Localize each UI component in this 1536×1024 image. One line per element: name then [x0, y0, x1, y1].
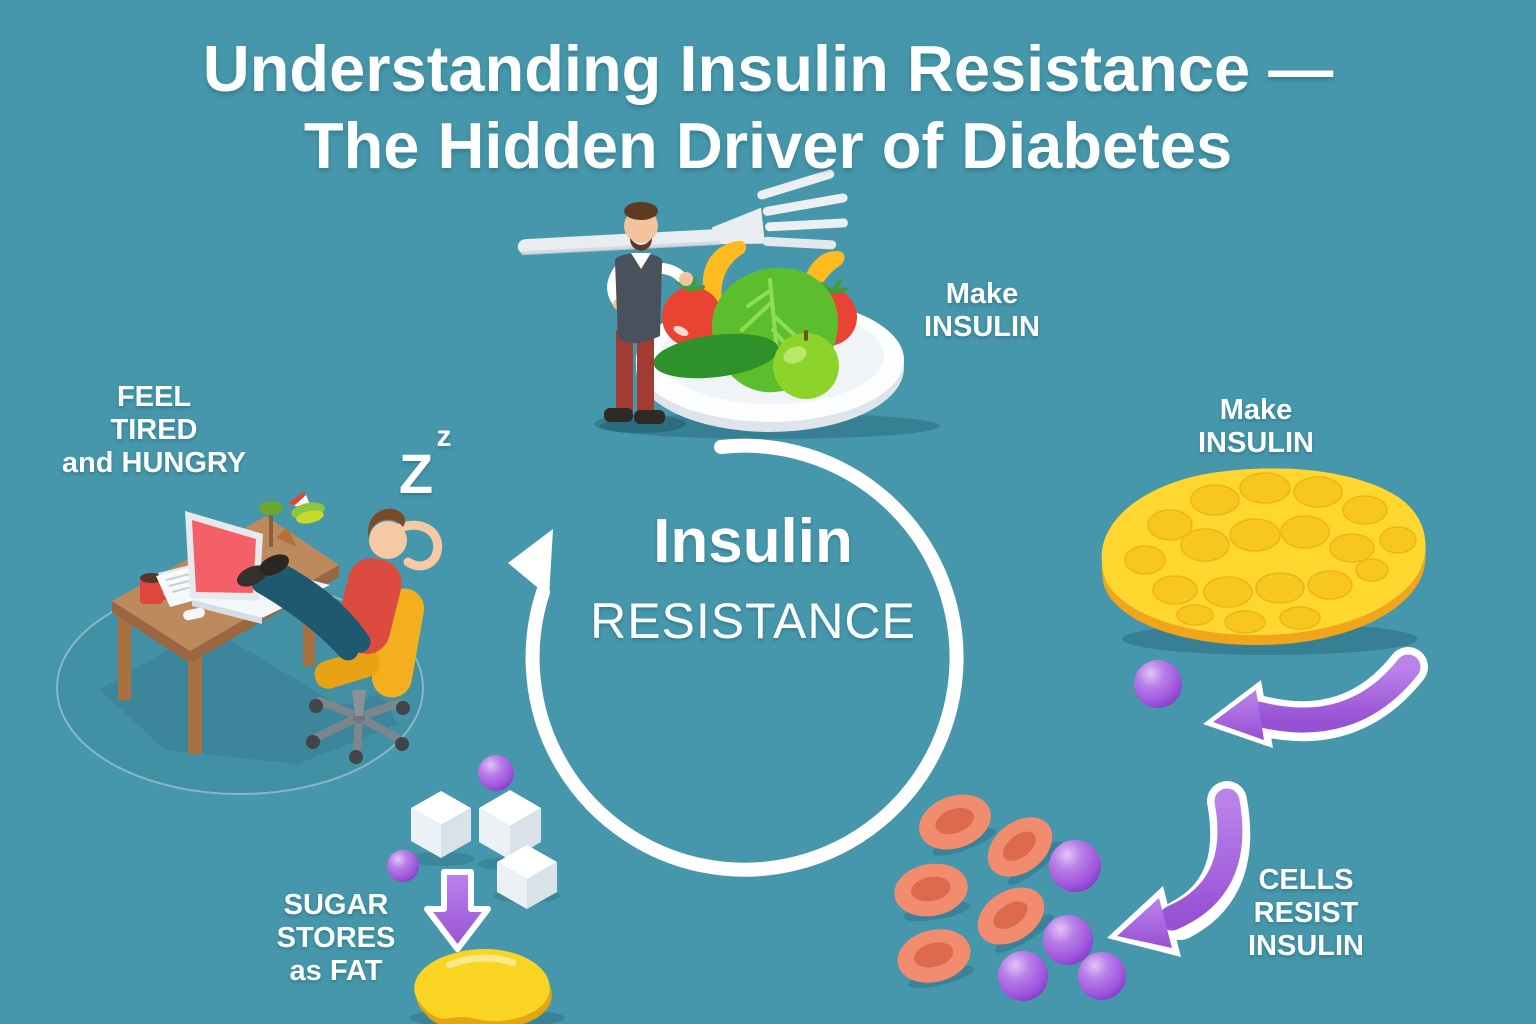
cycle-arrow	[508, 438, 964, 877]
body-cells-illustration	[894, 794, 1063, 989]
giant-fork-icon	[517, 169, 848, 256]
red-cell	[987, 817, 1063, 885]
label-make-insulin-pancreas: Make INSULIN	[1198, 394, 1314, 459]
fat-blob-illustration	[409, 949, 565, 1024]
sugar-cube	[411, 791, 471, 858]
insulin-sphere	[478, 755, 514, 791]
insulin-sphere	[1134, 660, 1182, 708]
red-cell	[897, 929, 975, 989]
insulin-sphere	[387, 850, 419, 882]
man-eating-healthy-plate-illustration	[517, 169, 940, 439]
label-cells-resist-insulin: CELLS RESIST INSULIN	[1248, 864, 1364, 962]
arrow-pancreas-to-insulin	[1203, 647, 1428, 748]
arrow-sugar-to-fat	[424, 869, 491, 952]
insulin-spheres	[387, 660, 1182, 1001]
vest	[614, 253, 663, 344]
label-sugar-stores-as-fat: SUGAR STORES as FAT	[276, 889, 396, 987]
sugar-cube	[497, 845, 557, 909]
insulin-sphere	[998, 951, 1048, 1001]
coffee-mug	[140, 573, 172, 604]
title-line-2: The Hidden Driver of Diabetes	[303, 109, 1233, 182]
insulin-sphere	[1049, 840, 1101, 892]
cycle-arrowhead	[508, 529, 553, 597]
title-line-1: Understanding Insulin Resistance —	[202, 32, 1334, 105]
label-feel-tired-and-hungry: FEEL TIRED and HUNGRY	[61, 381, 247, 479]
red-cell	[894, 863, 971, 922]
cycle-center-word-resistance: RESISTANCE	[590, 593, 916, 649]
red-cell	[977, 887, 1054, 953]
head	[369, 521, 407, 559]
insulin-sphere	[1078, 952, 1126, 1000]
cycle-center-word-insulin: Insulin	[653, 507, 853, 576]
sandwich	[288, 491, 325, 524]
hair	[624, 202, 658, 220]
reclining-man	[237, 508, 443, 661]
pancreas-illustration	[1101, 468, 1426, 655]
desk-lamp	[259, 501, 297, 547]
insulin-sphere	[1043, 915, 1093, 965]
sleep-z-small: z	[436, 420, 452, 453]
tired-man-at-desk-illustration	[56, 491, 443, 795]
sugar-cube	[479, 790, 541, 860]
cucumber	[653, 333, 779, 379]
green-apple	[773, 330, 839, 399]
hair	[368, 508, 406, 540]
standing-man	[594, 202, 693, 433]
pancreas-texture	[1124, 472, 1417, 634]
eraser	[183, 607, 205, 621]
arrow-insulin-to-cells	[1107, 781, 1251, 957]
tomato-left	[662, 277, 722, 347]
beard	[630, 238, 652, 251]
sleep-z-big: Z	[398, 442, 434, 505]
page-title: Understanding Insulin Resistance — The H…	[0, 30, 1536, 184]
red-cell	[919, 794, 997, 856]
label-make-insulin-food: Make INSULIN	[924, 278, 1040, 343]
sugar-cubes-illustration	[407, 790, 560, 909]
